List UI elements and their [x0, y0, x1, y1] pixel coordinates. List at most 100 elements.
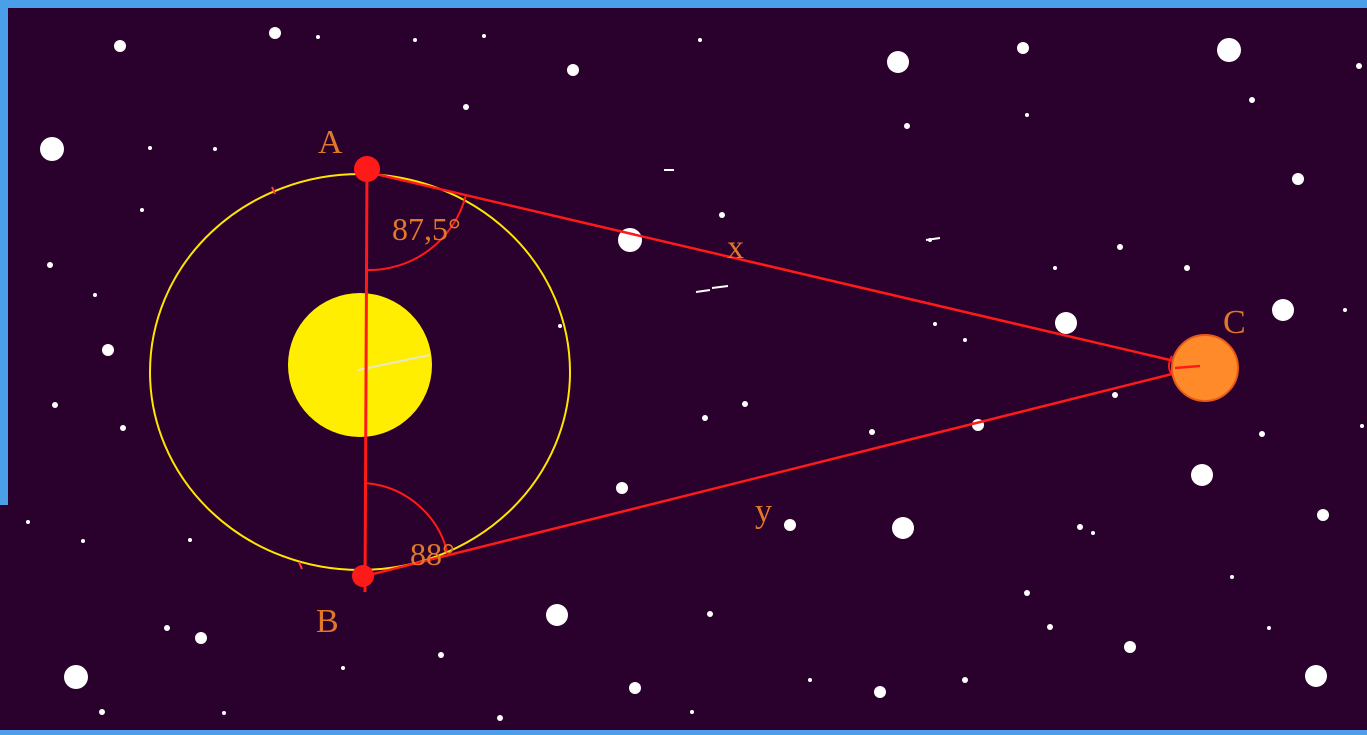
- orbit-tick: [271, 186, 276, 195]
- star-icon: [120, 425, 126, 431]
- label-point-b: B: [316, 603, 339, 640]
- line-x: [366, 170, 1201, 369]
- star-icon: [1124, 641, 1136, 653]
- star-icon: [482, 34, 486, 38]
- star-streak: [925, 237, 941, 241]
- star-icon: [933, 322, 937, 326]
- star-icon: [1077, 524, 1083, 530]
- star-icon: [213, 147, 217, 151]
- star-icon: [1025, 113, 1029, 117]
- star-icon: [1249, 97, 1255, 103]
- star-icon: [874, 686, 886, 698]
- label-angle-a: 87,5°: [392, 211, 461, 247]
- star-icon: [616, 482, 628, 494]
- star-icon: [1017, 42, 1029, 54]
- line-to-c: [1174, 364, 1201, 370]
- star-icon: [1272, 299, 1294, 321]
- star-icon: [269, 27, 281, 39]
- star-icon: [40, 137, 64, 161]
- star-icon: [93, 293, 97, 297]
- star-icon: [148, 146, 152, 150]
- star-icon: [1184, 265, 1190, 271]
- star-icon: [698, 38, 702, 42]
- star-icon: [341, 666, 345, 670]
- star-icon: [497, 715, 503, 721]
- star-icon: [102, 344, 114, 356]
- star-icon: [904, 123, 910, 129]
- star-icon: [164, 625, 170, 631]
- star-icon: [1112, 392, 1118, 398]
- star-icon: [719, 212, 725, 218]
- star-icon: [690, 710, 694, 714]
- label-side-y: y: [755, 493, 772, 530]
- star-icon: [114, 40, 126, 52]
- star-icon: [1091, 531, 1095, 535]
- star-icon: [47, 262, 53, 268]
- star-icon: [1117, 244, 1123, 250]
- star-icon: [808, 678, 812, 682]
- angle-arc-c: [1168, 355, 1173, 376]
- point-a: [354, 156, 380, 182]
- star-icon: [195, 632, 207, 644]
- star-icon: [1055, 312, 1077, 334]
- star-icon: [1024, 590, 1030, 596]
- star-icon: [140, 208, 144, 212]
- point-b: [352, 565, 374, 587]
- star-streak: [711, 285, 729, 289]
- label-side-x: x: [727, 229, 744, 266]
- baseline-ab: [363, 167, 369, 593]
- star-icon: [438, 652, 444, 658]
- star-icon: [1267, 626, 1271, 630]
- star-icon: [702, 415, 708, 421]
- star-icon: [784, 519, 796, 531]
- star-icon: [188, 538, 192, 542]
- sun-icon: [288, 293, 432, 437]
- star-icon: [1305, 665, 1327, 687]
- angle-arc-a: [366, 194, 467, 272]
- line-y: [364, 365, 1201, 578]
- star-icon: [629, 682, 641, 694]
- star-icon: [52, 402, 58, 408]
- star-icon: [26, 520, 30, 524]
- star-icon: [892, 517, 914, 539]
- star-icon: [963, 338, 967, 342]
- star-icon: [1317, 509, 1329, 521]
- star-streak: [695, 289, 711, 293]
- star-icon: [1292, 173, 1304, 185]
- angle-arc-b: [364, 482, 448, 552]
- star-icon: [1191, 464, 1213, 486]
- star-icon: [64, 665, 88, 689]
- star-icon: [1217, 38, 1241, 62]
- star-icon: [81, 539, 85, 543]
- label-point-c: C: [1223, 304, 1246, 341]
- star-icon: [222, 711, 226, 715]
- star-icon: [1259, 431, 1265, 437]
- star-icon: [962, 677, 968, 683]
- star-icon: [887, 51, 909, 73]
- label-point-a: A: [318, 124, 343, 161]
- night-sky: [8, 8, 1367, 730]
- orbit-tick: [298, 561, 303, 570]
- star-icon: [99, 709, 105, 715]
- star-icon: [1360, 424, 1364, 428]
- star-icon: [1047, 624, 1053, 630]
- star-icon: [742, 401, 748, 407]
- star-icon: [463, 104, 469, 110]
- sun-radius: [357, 354, 431, 371]
- star-icon: [707, 611, 713, 617]
- label-angle-b: 88°: [410, 536, 455, 572]
- planet-icon: [1171, 334, 1239, 402]
- night-sky-corner: [0, 505, 8, 730]
- star-icon: [1356, 63, 1362, 69]
- star-icon: [1343, 308, 1347, 312]
- star-icon: [413, 38, 417, 42]
- star-icon: [1230, 575, 1234, 579]
- star-icon: [567, 64, 579, 76]
- star-icon: [869, 429, 875, 435]
- star-icon: [316, 35, 320, 39]
- star-icon: [546, 604, 568, 626]
- star-icon: [558, 324, 562, 328]
- star-icon: [1053, 266, 1057, 270]
